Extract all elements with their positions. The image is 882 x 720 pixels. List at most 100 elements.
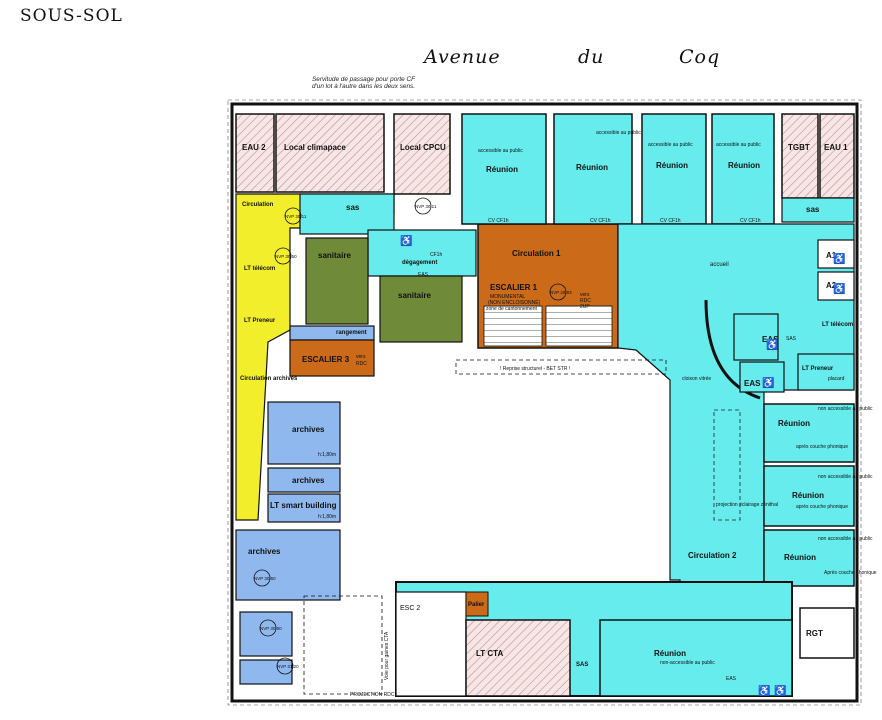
room-reunion-1 bbox=[461, 113, 547, 225]
label-accessible-1: accessible au public bbox=[478, 148, 523, 154]
label-reunion-r2: Réunion bbox=[792, 491, 824, 500]
street-name-du: du bbox=[578, 46, 605, 68]
room-rgt bbox=[799, 607, 855, 659]
label-sanitaire-1: sanitaire bbox=[318, 251, 351, 260]
label-nvp-3: NVP 30.50 bbox=[275, 254, 297, 259]
label-circulation-2: Circulation 2 bbox=[688, 551, 737, 560]
label-non-accessible-2: non accessible au public bbox=[818, 474, 873, 480]
label-a2: A2 bbox=[826, 281, 837, 290]
room-eau2 bbox=[235, 113, 275, 193]
accessibility-icon-a1: ♿ bbox=[833, 252, 845, 265]
room-esc2 bbox=[395, 591, 467, 697]
label-nvp-1: NVP 30.11 bbox=[285, 214, 307, 219]
room-escalier-3 bbox=[289, 339, 375, 377]
label-cv-4: CV CF1h bbox=[740, 218, 761, 224]
label-reunion-r1: Réunion bbox=[778, 419, 810, 428]
curved-wall bbox=[704, 299, 761, 400]
label-lt-cta: LT CTA bbox=[476, 649, 503, 658]
room-sanitaire-1 bbox=[305, 237, 369, 325]
label-reunion-r3: Réunion bbox=[784, 553, 816, 562]
label-accessible-4: accessible au public bbox=[716, 142, 761, 148]
label-lt-preneur-right: LT Preneur bbox=[802, 366, 834, 372]
stairs-1b bbox=[545, 305, 613, 347]
label-eas-1: EAS bbox=[762, 335, 779, 344]
room-sas-top bbox=[299, 193, 395, 235]
room-eau1 bbox=[819, 113, 855, 199]
label-sas-right: sas bbox=[806, 205, 820, 214]
label-cloison-vitree: cloison vitrée bbox=[682, 376, 711, 382]
voie-outline bbox=[303, 595, 383, 695]
label-nvp-2: NVP 30.11 bbox=[415, 204, 437, 209]
label-sas-bottom: SAS bbox=[576, 662, 588, 668]
label-escalier-3-vers: vers bbox=[356, 354, 366, 360]
label-reunion-bottom: Réunion bbox=[654, 649, 686, 658]
label-reunion-3: Réunion bbox=[656, 161, 688, 170]
label-esc2: ESC 2 bbox=[400, 605, 420, 612]
lift-a2 bbox=[817, 271, 855, 301]
nvp-marker-1 bbox=[284, 207, 302, 225]
nvp-marker-5 bbox=[253, 569, 271, 587]
nvp-marker-6 bbox=[259, 619, 277, 637]
label-local-clim: Local climapace bbox=[284, 143, 346, 152]
room-palier bbox=[465, 591, 489, 617]
accessibility-icon-a2: ♿ bbox=[833, 282, 845, 295]
label-rgt: RGT bbox=[806, 629, 823, 638]
label-apres-couche-3: Après couche phonique bbox=[824, 570, 877, 576]
label-tgbt: TGBT bbox=[788, 143, 810, 152]
label-escalier-1: ESCALIER 1 bbox=[490, 283, 538, 292]
room-archives-5 bbox=[239, 659, 293, 685]
label-nvp-6: NVP 30.90 bbox=[260, 626, 282, 631]
accessibility-icon-eas2: ♿ bbox=[762, 376, 774, 389]
label-escalier-1-sub2: (NON ENCLOISONNÉ) bbox=[488, 299, 541, 306]
label-projection-rdc: PROJECTION RDC bbox=[350, 692, 395, 698]
nvp-marker-4 bbox=[549, 283, 567, 301]
label-placard: placard bbox=[828, 376, 845, 382]
label-escalier-1-sub: MONUMENTAL bbox=[490, 294, 525, 300]
room-local-clim bbox=[275, 113, 385, 193]
label-reprise: ! Reprise structurel - BET STR ! bbox=[500, 366, 570, 372]
label-eas-small: EAS bbox=[418, 272, 429, 278]
label-cf1h: CF1h bbox=[430, 252, 442, 258]
label-cv-1: CV CF1h bbox=[488, 218, 509, 224]
label-rangement: rangement bbox=[336, 330, 367, 336]
label-escalier-3: ESCALIER 3 bbox=[302, 355, 350, 364]
room-tgbt bbox=[781, 113, 819, 199]
label-reunion-4: Réunion bbox=[728, 161, 760, 170]
label-h-180a: h:1,80m bbox=[318, 452, 336, 458]
room-sanitaire-2 bbox=[379, 275, 463, 343]
room-reunion-r3 bbox=[763, 529, 855, 587]
label-reunion-2: Réunion bbox=[576, 163, 608, 172]
accessibility-icon-bottom-2: ♿ bbox=[774, 684, 786, 697]
label-escalier-3-rdc: RDC bbox=[356, 361, 367, 367]
room-eas-1 bbox=[733, 313, 779, 361]
label-eas-2: EAS bbox=[744, 379, 761, 388]
nvp-marker-2 bbox=[414, 197, 432, 215]
lift-a1 bbox=[817, 239, 855, 269]
label-apres-couche-2: après couche phonique bbox=[796, 504, 848, 510]
room-reunion-r2 bbox=[763, 465, 855, 527]
room-local-cpcu bbox=[393, 113, 451, 195]
label-lt-telecom-left: LT télécom bbox=[244, 266, 275, 272]
room-degagement bbox=[367, 229, 477, 277]
reprise-outline bbox=[455, 359, 667, 375]
label-accessible-3: accessible au public bbox=[648, 142, 693, 148]
label-accueil: accueil bbox=[710, 262, 729, 268]
label-cv-2: CV CF1h bbox=[590, 218, 611, 224]
label-escalier-1-vers: vers bbox=[580, 292, 590, 298]
room-archives-1 bbox=[267, 401, 341, 465]
accessibility-icon-1: ♿ bbox=[400, 234, 412, 247]
label-nvp-5: NVP 30.60 bbox=[254, 576, 276, 581]
label-archives-3: archives bbox=[248, 547, 281, 556]
label-palier: Palier bbox=[468, 602, 485, 608]
label-eau1: EAU 1 bbox=[824, 143, 848, 152]
nvp-marker-7 bbox=[276, 657, 294, 675]
label-local-cpcu: Local CPCU bbox=[400, 143, 446, 152]
label-sas-mid: SAS bbox=[786, 336, 797, 342]
label-archives-2: archives bbox=[292, 476, 325, 485]
room-sas-right bbox=[781, 197, 855, 223]
label-circulation-1: Circulation 1 bbox=[512, 249, 561, 258]
label-escalier-1-sub3: zone de cantonnement bbox=[486, 306, 537, 312]
label-sanitaire-2: sanitaire bbox=[398, 291, 431, 300]
label-non-accessible-3: non accessible au public bbox=[818, 536, 873, 542]
label-lt-preneur-left: LT Preneur bbox=[244, 318, 276, 324]
